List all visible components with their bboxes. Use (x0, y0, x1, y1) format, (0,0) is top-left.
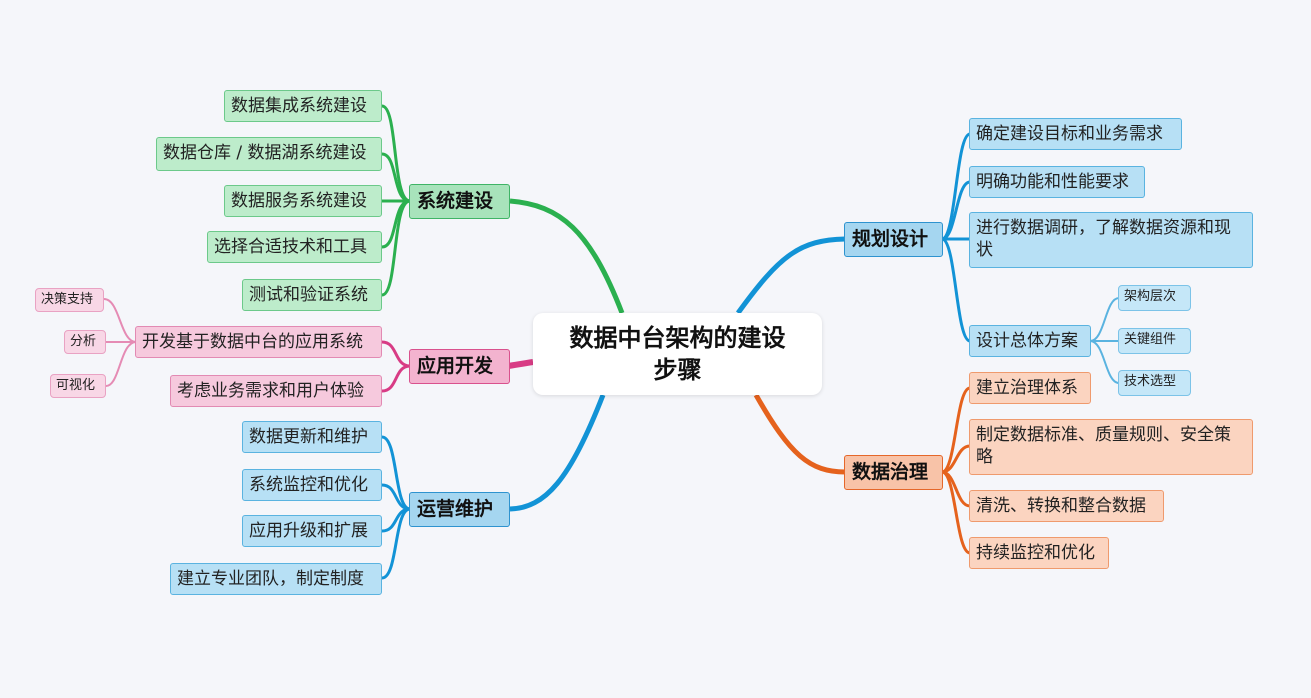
edge-root-gov (753, 393, 846, 475)
subtopic-node[interactable]: 分析 (64, 330, 106, 354)
subtopic-node[interactable]: 决策支持 (35, 288, 104, 312)
topic-node[interactable]: 制定数据标准、质量规则、安全策略 (969, 419, 1253, 475)
topic-node[interactable]: 确定建设目标和业务需求 (969, 118, 1182, 150)
topic-node[interactable]: 数据集成系统建设 (224, 90, 382, 122)
topic-node[interactable]: 进行数据调研，了解数据资源和现状 (969, 212, 1253, 268)
topic-node[interactable]: 选择合适技术和工具 (207, 231, 382, 263)
topic-node[interactable]: 数据服务系统建设 (224, 185, 382, 217)
subtopic-node[interactable]: 架构层次 (1118, 285, 1191, 311)
branch-plan[interactable]: 规划设计 (844, 222, 943, 257)
root-title-line2: 步骤 (653, 356, 702, 384)
root-title-line1: 数据中台架构的建设 (569, 324, 786, 352)
topic-node[interactable]: 数据更新和维护 (242, 421, 382, 453)
topic-node[interactable]: 设计总体方案 (969, 325, 1091, 357)
edge-root-app (507, 359, 534, 369)
topic-node[interactable]: 清洗、转换和整合数据 (969, 490, 1164, 522)
topic-node[interactable]: 系统监控和优化 (242, 469, 382, 501)
topic-node[interactable]: 建立专业团队，制定制度 (170, 563, 382, 595)
topic-node[interactable]: 数据仓库 / 数据湖系统建设 (156, 137, 382, 171)
edge-root-ops (509, 394, 606, 512)
edge-root-plan (735, 236, 846, 315)
topic-node[interactable]: 持续监控和优化 (969, 537, 1109, 569)
branch-gov[interactable]: 数据治理 (844, 455, 943, 490)
branch-system[interactable]: 系统建设 (409, 184, 510, 219)
subtopic-node[interactable]: 关键组件 (1118, 328, 1191, 354)
topic-node[interactable]: 测试和验证系统 (242, 279, 382, 311)
topic-node[interactable]: 建立治理体系 (969, 372, 1091, 404)
topic-node[interactable]: 考虑业务需求和用户体验 (170, 375, 382, 407)
edge-root-system (509, 198, 625, 314)
subtopic-node[interactable]: 可视化 (50, 374, 106, 398)
root-node[interactable]: 数据中台架构的建设步骤 (533, 313, 822, 395)
branch-ops[interactable]: 运营维护 (409, 492, 510, 527)
branch-app[interactable]: 应用开发 (409, 349, 510, 384)
topic-node[interactable]: 明确功能和性能要求 (969, 166, 1145, 198)
topic-node[interactable]: 应用升级和扩展 (242, 515, 382, 547)
topic-node[interactable]: 开发基于数据中台的应用系统 (135, 326, 382, 358)
subtopic-node[interactable]: 技术选型 (1118, 370, 1191, 396)
